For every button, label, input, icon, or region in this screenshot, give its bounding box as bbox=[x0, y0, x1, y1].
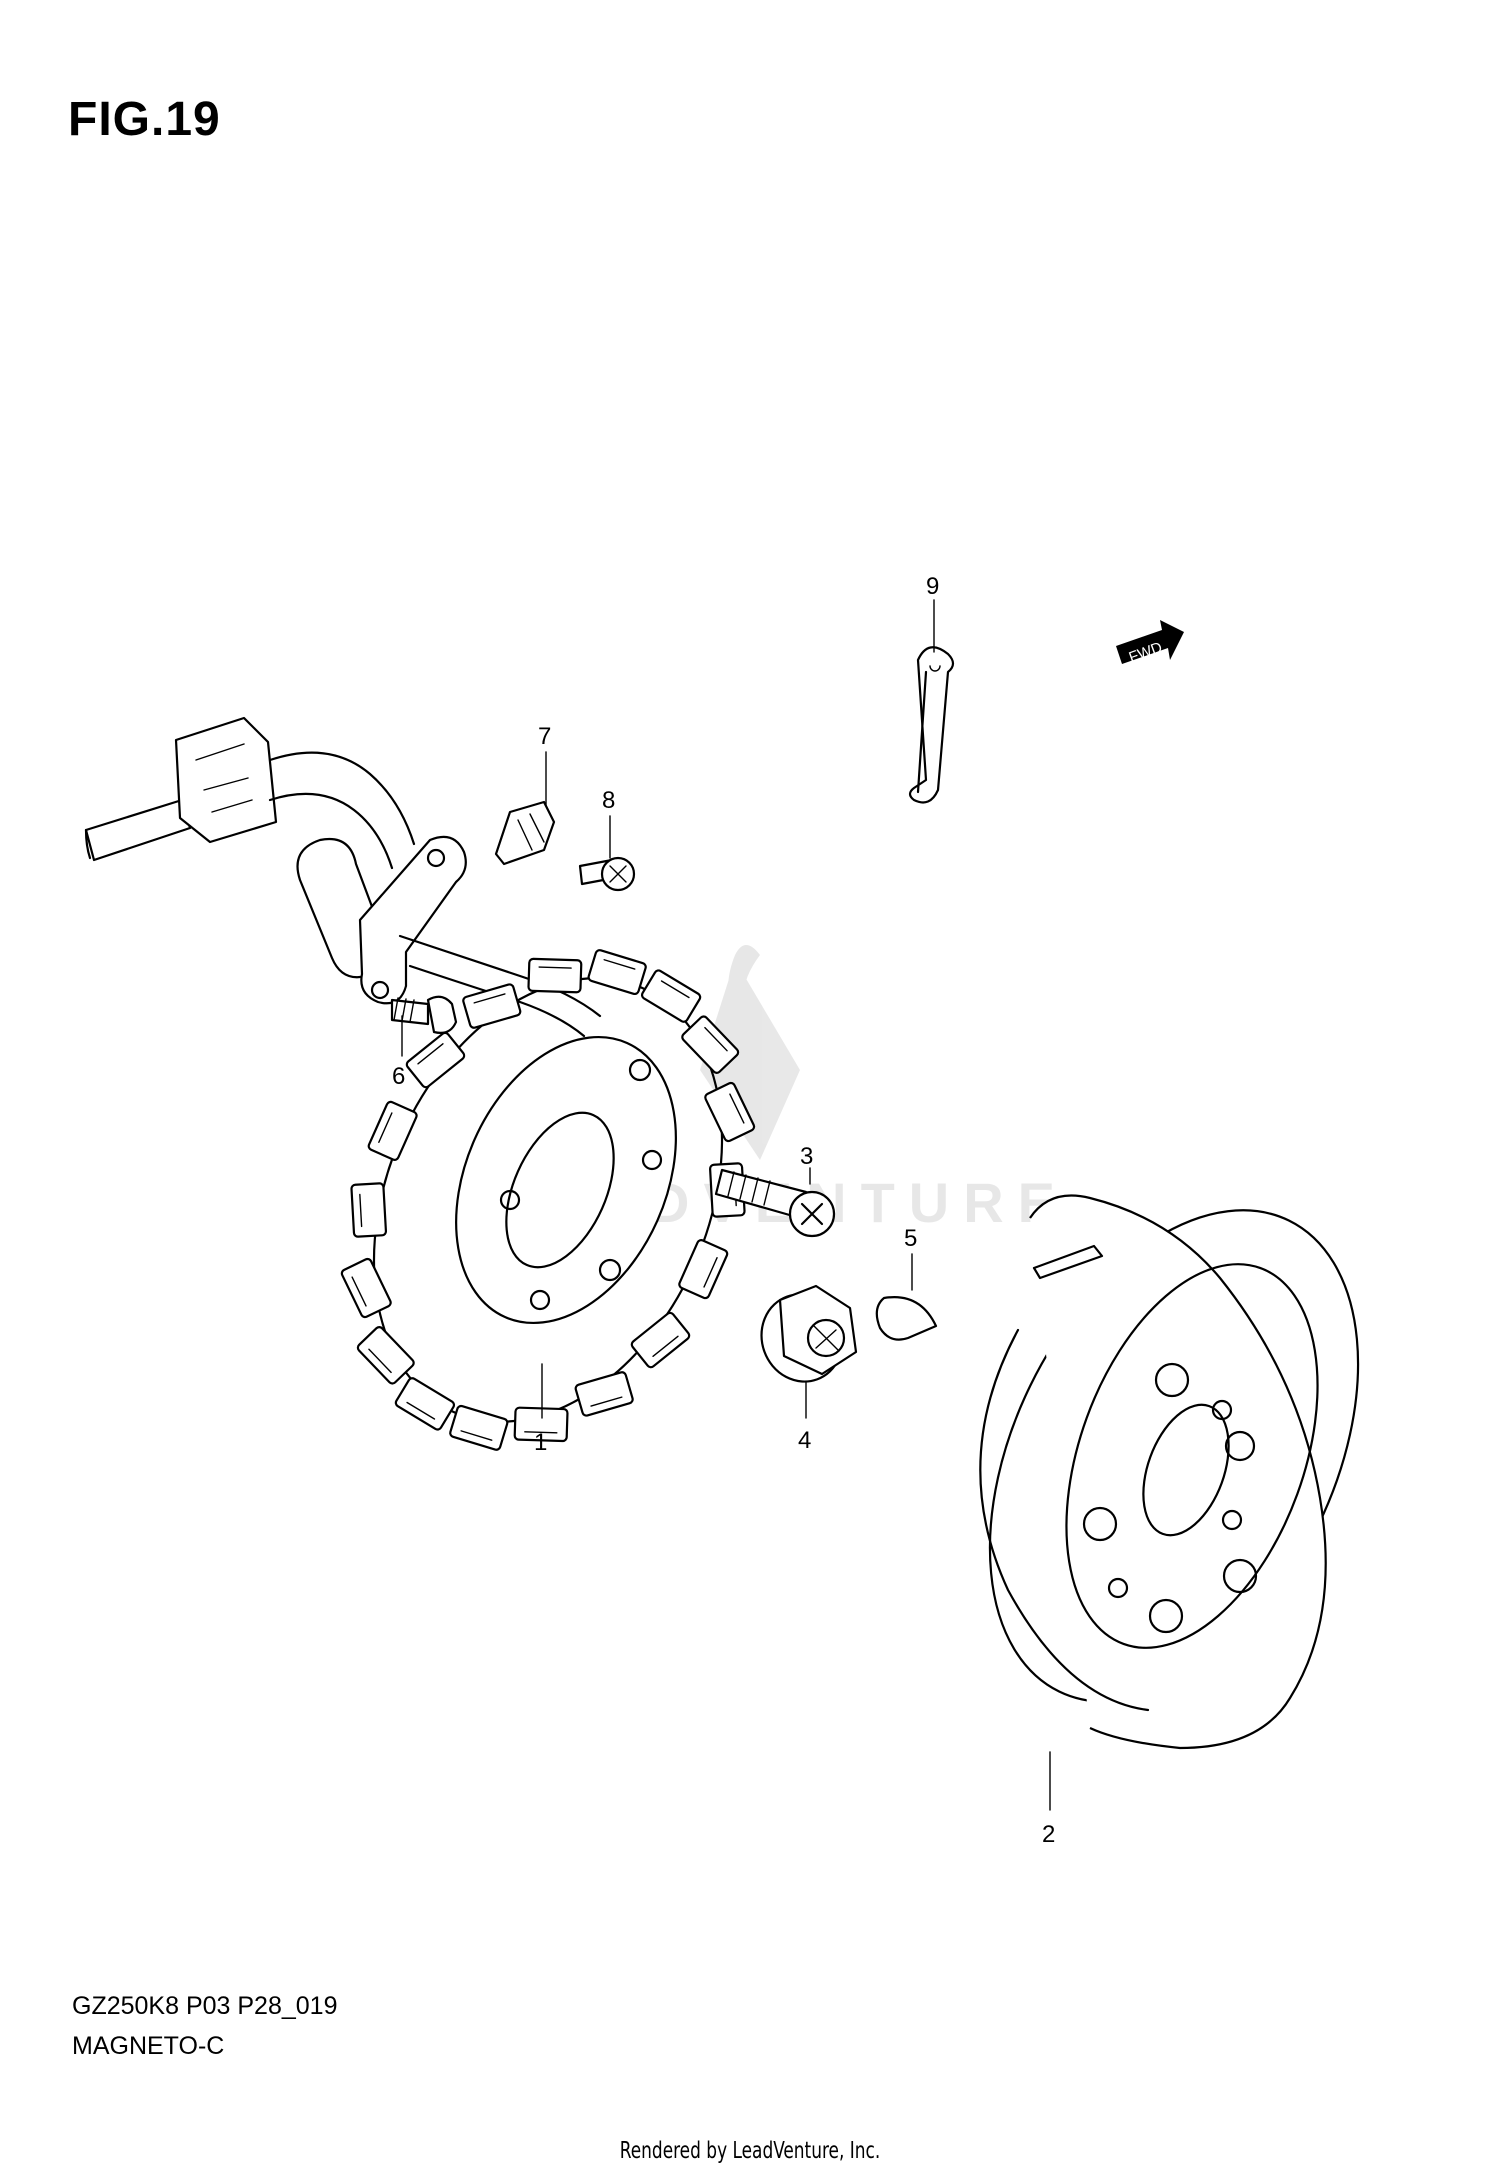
callout-3: 3 bbox=[800, 1143, 813, 1185]
figure-code: GZ250K8 P03 P28_019 bbox=[72, 1992, 338, 2020]
stator-pole-winding bbox=[359, 1193, 363, 1228]
stator-pole bbox=[449, 1404, 509, 1451]
stator-pole bbox=[394, 1377, 456, 1431]
figure-title: FIG.19 bbox=[68, 93, 221, 146]
stator-pole-winding bbox=[703, 1257, 718, 1288]
callout-4-label: 4 bbox=[798, 1427, 811, 1454]
stator-pole-winding bbox=[590, 1396, 623, 1407]
stator-pole-winding bbox=[524, 1431, 558, 1434]
part-1-stator-harness bbox=[84, 716, 602, 1038]
rendered-by-credit: Rendered by LeadVenture, Inc. bbox=[619, 2138, 881, 2164]
callout-8: 8 bbox=[602, 787, 615, 859]
stator-pole-winding bbox=[417, 1043, 444, 1065]
callout-5: 5 bbox=[904, 1225, 917, 1291]
stator-pole bbox=[527, 957, 583, 994]
stator-pole bbox=[704, 1081, 756, 1143]
callout-4: 4 bbox=[798, 1381, 811, 1454]
stator-pole bbox=[678, 1239, 729, 1300]
callout-8-label: 8 bbox=[602, 787, 615, 814]
callout-2: 2 bbox=[1042, 1751, 1055, 1848]
callout-labels: 1 2 3 4 5 6 7 bbox=[392, 573, 1055, 1848]
stator-pole-winding bbox=[729, 1093, 745, 1124]
part-6-stud bbox=[390, 995, 458, 1034]
stator-pole-winding bbox=[603, 959, 636, 970]
part-2-flywheel bbox=[979, 1194, 1360, 1750]
part-3-bolt bbox=[714, 1168, 836, 1238]
stator-pole bbox=[340, 1257, 392, 1319]
callout-2-label: 2 bbox=[1042, 1821, 1055, 1848]
part-1-stator bbox=[340, 949, 756, 1451]
stator-pole-winding bbox=[652, 1335, 679, 1358]
stator-pole-winding bbox=[368, 1348, 392, 1374]
stator-pole bbox=[350, 1182, 388, 1238]
callout-9-label: 9 bbox=[926, 573, 939, 600]
part-9-clamp bbox=[908, 646, 955, 804]
stator-pole-winding bbox=[351, 1276, 367, 1307]
callout-9: 9 bbox=[926, 573, 939, 653]
part-5-key bbox=[875, 1296, 938, 1341]
fwd-arrow-icon: FWD bbox=[1116, 620, 1184, 666]
stator-pole bbox=[587, 949, 647, 996]
figure-name: MAGNETO-C bbox=[72, 2032, 225, 2060]
stator-pole bbox=[574, 1371, 634, 1417]
stator-pole-winding bbox=[473, 993, 506, 1004]
callout-1-label: 1 bbox=[534, 1429, 547, 1456]
stator-pole-winding bbox=[660, 980, 690, 999]
part-8-screw bbox=[578, 856, 636, 892]
callout-7: 7 bbox=[538, 723, 551, 807]
callout-5-label: 5 bbox=[904, 1225, 917, 1252]
callout-6-label: 6 bbox=[392, 1063, 405, 1090]
stator-pole bbox=[356, 1326, 415, 1385]
stator-pole bbox=[640, 969, 702, 1023]
stator-pole bbox=[681, 1015, 740, 1074]
stator-pole bbox=[462, 983, 522, 1029]
callout-1: 1 bbox=[534, 1363, 547, 1456]
stator-pole-winding bbox=[406, 1401, 436, 1420]
stator-pole bbox=[630, 1311, 691, 1369]
callout-3-label: 3 bbox=[800, 1143, 813, 1170]
stator-pole-winding bbox=[538, 966, 572, 969]
part-7-clip bbox=[494, 800, 556, 866]
callout-7-label: 7 bbox=[538, 723, 551, 750]
part-4-nut bbox=[760, 1284, 858, 1383]
stator-pole bbox=[405, 1031, 466, 1089]
stator-pole-winding bbox=[460, 1430, 493, 1441]
callout-6: 6 bbox=[392, 1015, 405, 1090]
stator-pole-winding bbox=[378, 1112, 393, 1143]
stator-pole-winding bbox=[704, 1026, 728, 1052]
stator-pole bbox=[367, 1100, 418, 1161]
